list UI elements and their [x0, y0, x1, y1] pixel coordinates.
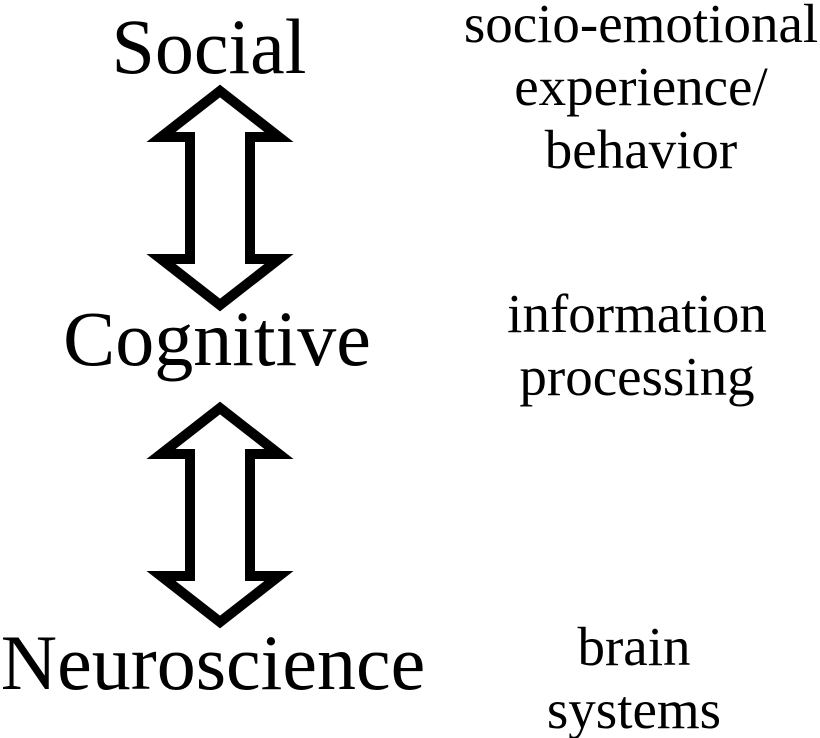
- level-description-social: socio-emotional experience/ behavior: [464, 0, 818, 181]
- double-arrow-icon: [146, 84, 294, 312]
- level-label-cognitive: Cognitive: [63, 295, 371, 382]
- description-line: systems: [546, 679, 722, 738]
- description-line: behavior: [544, 119, 738, 180]
- level-description-neuroscience: brain systems: [547, 615, 721, 738]
- description-line: information: [507, 283, 767, 344]
- level-label-social: Social: [111, 3, 307, 90]
- description-line: processing: [519, 346, 755, 407]
- connector-cognitive-neuroscience: [146, 401, 294, 629]
- description-line: experience/: [514, 56, 768, 117]
- double-arrow-icon: [146, 401, 294, 629]
- description-line: socio-emotional: [463, 0, 819, 54]
- level-description-cognitive: information processing: [507, 282, 767, 408]
- level-label-neuroscience: Neuroscience: [0, 619, 426, 706]
- description-line: brain: [577, 616, 691, 677]
- connector-social-cognitive: [146, 84, 294, 312]
